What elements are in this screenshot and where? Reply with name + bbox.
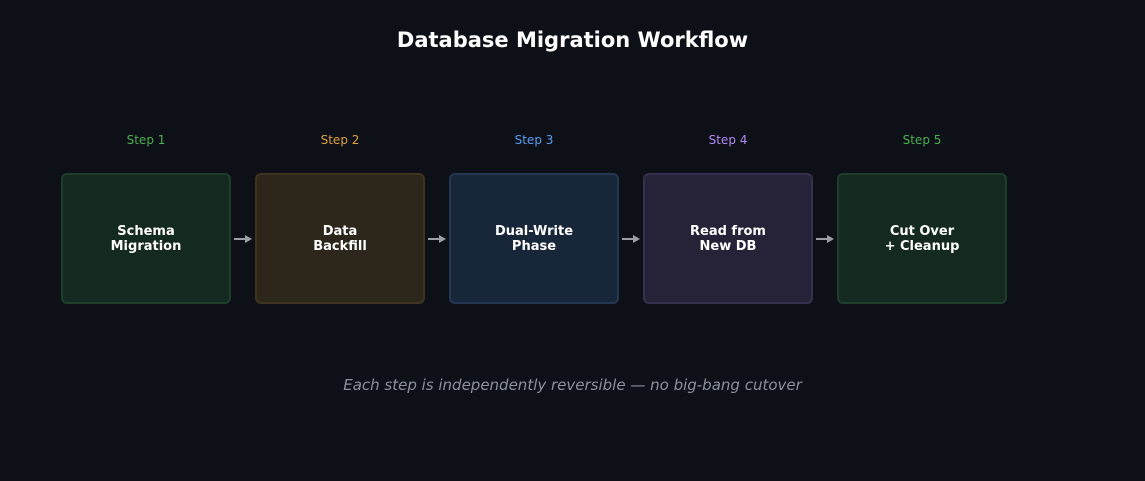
step-5-label: Step 5	[902, 133, 942, 147]
arrow-right-icon	[815, 231, 835, 247]
step-4-box: Read from New DB	[643, 173, 813, 304]
step-5-text: Cut Over + Cleanup	[884, 223, 960, 254]
step-1-label: Step 1	[126, 133, 166, 147]
step-2-label: Step 2	[320, 133, 360, 147]
arrow-right-icon	[621, 231, 641, 247]
arrow-right-icon	[427, 231, 447, 247]
step-4-text: Read from New DB	[690, 223, 766, 254]
diagram-caption: Each step is independently reversible — …	[343, 376, 802, 394]
step-4-label: Step 4	[708, 133, 748, 147]
step-2-text: Data Backfill	[313, 223, 367, 254]
step-5-box: Cut Over + Cleanup	[837, 173, 1007, 304]
arrow-right-icon	[233, 231, 253, 247]
diagram-title: Database Migration Workflow	[396, 28, 749, 52]
step-1-box: Schema Migration	[61, 173, 231, 304]
step-3-label: Step 3	[514, 133, 554, 147]
step-3-box: Dual-Write Phase	[449, 173, 619, 304]
step-3-text: Dual-Write Phase	[494, 223, 574, 254]
step-1-text: Schema Migration	[110, 223, 182, 254]
step-2-box: Data Backfill	[255, 173, 425, 304]
